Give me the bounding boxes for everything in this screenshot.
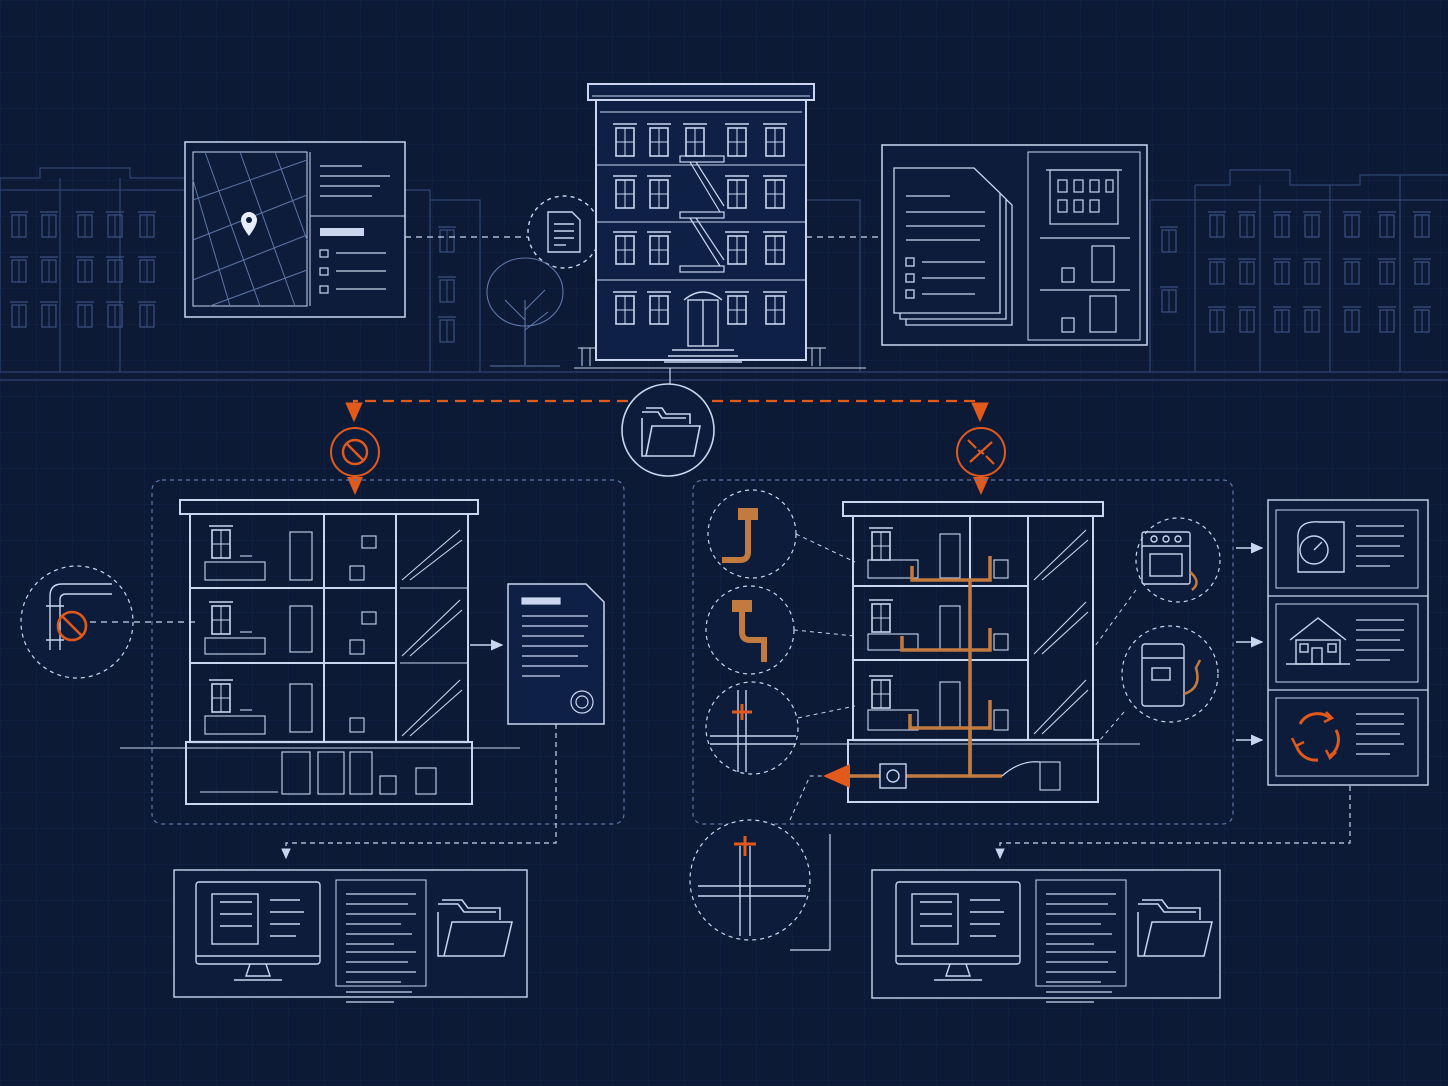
gas-meter (879, 763, 907, 789)
records-panel (881, 144, 1148, 346)
document-stack-icon (893, 167, 1013, 326)
computer-monitor-icon (195, 881, 321, 981)
background-skyline (0, 167, 1448, 381)
map-panel (184, 141, 406, 318)
gas-stove-icon (1141, 531, 1191, 585)
gas-stove-detail (1094, 517, 1221, 647)
document-icon (547, 211, 581, 253)
left-cross-section-building (120, 499, 520, 805)
certificate-document-icon (521, 597, 594, 714)
right-cross-section-building (800, 501, 1140, 803)
computer-monitor-icon (895, 881, 1021, 981)
gas-piping (832, 556, 1002, 778)
broken-pipe-marker (956, 427, 1006, 495)
tree-illustration (486, 257, 564, 367)
pipe-detail-lower (705, 681, 856, 775)
folder-icon (437, 899, 513, 957)
valve-detail (689, 775, 840, 951)
blocked-pipe-icon (56, 610, 88, 642)
orange-branch-lines (345, 399, 989, 423)
central-apartment-building (574, 83, 866, 369)
output-card-stack (1267, 499, 1429, 786)
left-section-frame (151, 479, 625, 825)
pipe-detail-upper (707, 489, 856, 579)
water-heater-icon (1141, 643, 1185, 707)
folder-icon (641, 407, 701, 457)
pressure-gauge-icon (1297, 521, 1345, 573)
water-heater-detail (1099, 625, 1219, 741)
broken-pipe-icon (967, 439, 995, 465)
right-summary-card (871, 869, 1221, 1003)
right-section-frame (692, 479, 1234, 825)
certificate-document (507, 583, 605, 725)
central-folder-hub (621, 383, 715, 477)
document-node (527, 195, 601, 269)
house-icon (1286, 617, 1350, 665)
prohibited-icon (341, 438, 369, 466)
map-pin-icon (241, 212, 257, 236)
folder-icon (1137, 899, 1213, 957)
prohibited-marker (330, 427, 380, 495)
left-summary-card (173, 869, 528, 1003)
pipe-detail-middle (705, 585, 856, 675)
cycle-arrows-icon (1290, 711, 1340, 762)
blocked-pipe-detail (20, 565, 195, 679)
